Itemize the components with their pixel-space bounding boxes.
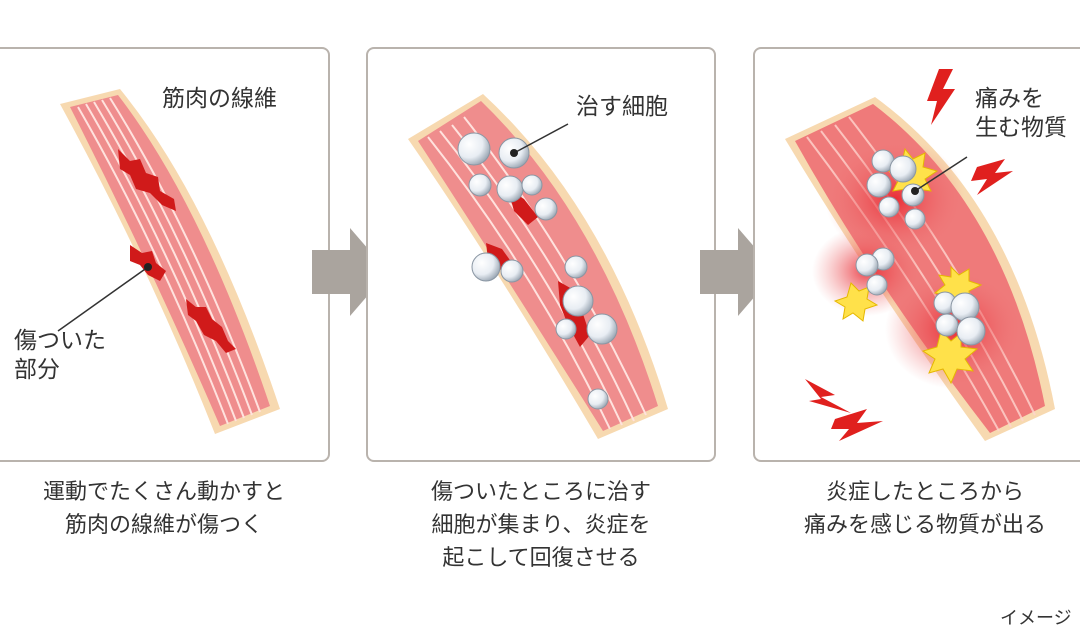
healing-cell-icon — [457, 132, 618, 410]
label-healing-cells: 治す細胞 — [576, 94, 668, 120]
label-damaged-part: 傷ついた 部分 — [14, 327, 106, 385]
label-pain-line1: 痛みを — [975, 86, 1044, 112]
caption-panel-3: 炎症したところから 痛みを感じる物質が出る — [770, 476, 1080, 542]
caption-2-line2: 細胞が集まり、炎症を — [431, 513, 651, 538]
pointer-dot — [510, 149, 518, 157]
muscle-diagram-1 — [57, 89, 280, 434]
pointer-dot — [911, 187, 919, 195]
image-note: イメージ — [1000, 608, 1072, 629]
muscle-fiber-icon — [408, 94, 668, 439]
pointer-line — [914, 156, 968, 192]
caption-2-line3: 起こして回復させる — [442, 546, 640, 571]
panel-healing-cells: 治す細胞 — [366, 47, 716, 462]
label-damaged-line1: 傷ついた — [14, 328, 106, 354]
caption-2-line1: 傷ついたところに治す — [430, 480, 651, 505]
pointer-line — [57, 266, 149, 332]
caption-3-line2: 痛みを感じる物質が出る — [803, 513, 1046, 538]
pointer-line — [513, 123, 569, 154]
healing-cell-icon — [855, 149, 986, 346]
caption-panel-1: 運動でたくさん動かすと 筋肉の線維が傷つく — [14, 476, 314, 542]
caption-3-line1: 炎症したところから — [825, 480, 1024, 505]
label-pain-line2: 生む物質 — [975, 114, 1067, 141]
label-damaged-line2: 部分 — [14, 356, 60, 383]
panel-pain-substance: 痛みを 生む物質 — [753, 47, 1080, 462]
muscle-diagram-2 — [408, 94, 668, 439]
pointer-dot — [144, 263, 152, 271]
caption-1-line1: 運動でたくさん動かすと — [42, 480, 285, 505]
panel-muscle-damage: 筋肉の線維 傷ついた 部分 — [0, 47, 330, 462]
muscle-fiber-icon — [785, 97, 1055, 441]
label-pain-substance: 痛みを 生む物質 — [975, 85, 1067, 143]
caption-panel-2: 傷ついたところに治す 細胞が集まり、炎症を 起こして回復させる — [386, 476, 696, 575]
caption-1-line2: 筋肉の線維が傷つく — [64, 513, 263, 538]
lightning-bolt-icon — [805, 69, 1013, 441]
muscle-diagram-3 — [785, 69, 1055, 441]
label-muscle-fiber: 筋肉の線維 — [162, 86, 277, 112]
